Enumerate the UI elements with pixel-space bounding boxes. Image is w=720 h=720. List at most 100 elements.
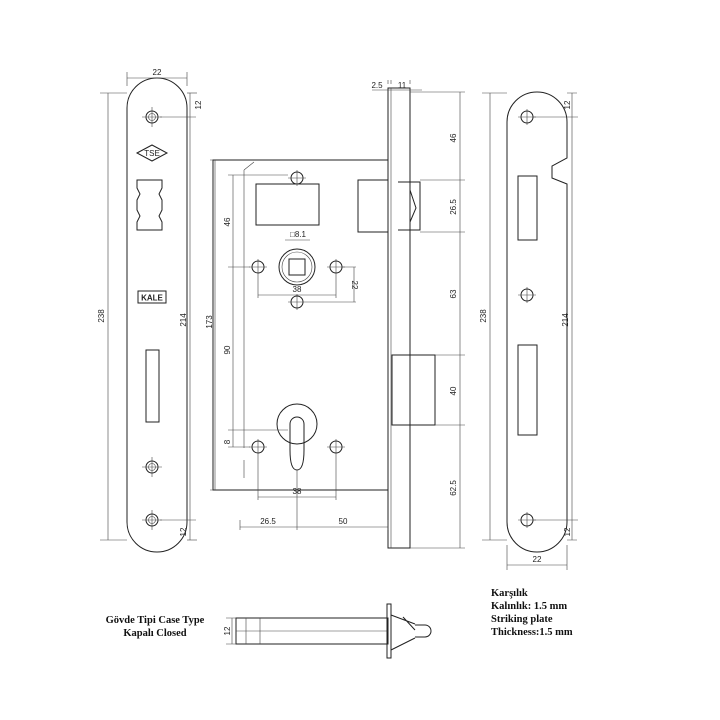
drawing-line — [142, 107, 162, 127]
drawing-line — [100, 92, 127, 541]
drawing-line — [276, 403, 318, 445]
dimension-label: 26.5 — [449, 199, 458, 215]
drawing-line — [278, 248, 316, 286]
drawing-line — [372, 80, 422, 91]
dimension-label: 11 — [398, 81, 407, 90]
latch-cutout — [136, 179, 163, 231]
dimension-label: 214 — [179, 313, 188, 327]
deadbolt-block — [255, 183, 320, 226]
dimension-label: 12 — [223, 626, 232, 635]
drawing-line — [137, 290, 167, 304]
dimension-label: 214 — [561, 313, 570, 327]
drawing-line — [288, 258, 306, 276]
screw-hole-icon — [142, 457, 162, 477]
screw-hole-icon — [518, 287, 536, 303]
dimension-label: 62.5 — [449, 480, 458, 496]
drawing-line — [243, 161, 255, 478]
dimension-label: 63 — [449, 289, 458, 298]
drawing-line — [142, 510, 162, 530]
dimension-label: 8 — [223, 439, 232, 444]
dimension-label: 173 — [205, 315, 214, 329]
dimension-label: 12 — [179, 527, 188, 536]
drawing-line — [135, 144, 169, 162]
latch-bolt — [398, 181, 421, 231]
dimension-label: 40 — [449, 386, 458, 395]
drawing-line — [257, 275, 337, 298]
drawing-line — [226, 617, 236, 645]
cylinder-hole — [276, 403, 318, 471]
screw-hole-icon — [288, 170, 306, 186]
side-view: 12 — [223, 603, 432, 659]
dimension-label: TSE — [144, 149, 160, 158]
deadbolt-slot — [517, 344, 538, 436]
screw-hole-icon — [142, 510, 162, 530]
dimension-label: 238 — [97, 309, 106, 323]
drawing-line — [289, 416, 305, 471]
dimension-label: 2.5 — [371, 81, 383, 90]
drawing-line — [386, 603, 392, 659]
faceplate-view: TSE KALE 22 238 214 12 12 — [97, 68, 203, 553]
drawing-line — [142, 457, 162, 477]
drawing-line — [506, 545, 568, 570]
case-type-closed-label: Kapalı Closed — [123, 628, 186, 639]
drawing-line — [390, 614, 416, 651]
dimension-label: 50 — [339, 517, 348, 526]
latch-slot — [517, 175, 538, 241]
striking-note-line4: Thickness:1.5 mm — [491, 627, 573, 638]
latch-housing — [357, 179, 389, 233]
striking-note-line3: Striking plate — [491, 614, 553, 625]
dimension-label: 12 — [563, 527, 572, 536]
drawing-line — [210, 159, 216, 491]
dimension-label: 46 — [449, 133, 458, 142]
dimension-label: 90 — [223, 345, 232, 354]
dimension-label: 38 — [293, 285, 302, 294]
tse-logo: TSE — [135, 144, 169, 162]
screw-hole-icon — [249, 259, 267, 275]
kale-logo: KALE — [137, 290, 167, 304]
dimension-label: 22 — [153, 68, 162, 77]
drawing-line — [281, 251, 313, 283]
drawing-line — [327, 439, 345, 455]
screw-hole-icon — [142, 107, 162, 127]
drawing-line — [249, 259, 267, 275]
faceplate-outline — [126, 77, 188, 553]
body-outline — [212, 159, 389, 491]
spindle-follower — [278, 248, 316, 286]
dimension-label: 238 — [479, 309, 488, 323]
striking-note-line2: Kalınlık: 1.5 mm — [491, 601, 567, 612]
screw-hole-icon — [327, 439, 345, 455]
forend — [387, 87, 411, 549]
striking-plate-outline — [506, 91, 568, 553]
dimension-label: 26.5 — [260, 517, 276, 526]
deadbolt-slot — [145, 349, 160, 423]
drawing-line — [306, 266, 356, 303]
drawing-line — [249, 439, 267, 455]
dimension-label: 46 — [223, 217, 232, 226]
drawing-line — [533, 92, 578, 541]
dimension-label: 12 — [563, 100, 572, 109]
screw-hole-icon — [288, 294, 306, 310]
dimension-label: 22 — [350, 281, 359, 290]
lock-body-view: 2.5 11 □8.1 38 22 38 26.5 50 173 46 90 8… — [205, 80, 465, 549]
deadbolt — [391, 354, 436, 426]
drawing-line — [236, 618, 388, 644]
dimension-label: □8.1 — [290, 230, 307, 239]
drawing-line — [126, 72, 188, 86]
drawing-line — [482, 92, 507, 541]
drawing-line — [228, 174, 288, 448]
drawing-line — [415, 624, 432, 638]
dimension-label: KALE — [141, 294, 163, 303]
dimension-label: 12 — [194, 100, 203, 109]
screw-hole-icon — [249, 439, 267, 455]
drawing-line — [160, 93, 196, 540]
drawing-line — [288, 170, 306, 186]
case-type-label: Gövde Tipi Case Type — [106, 615, 205, 626]
drawing-line — [288, 294, 306, 310]
striking-note-line1: Karşılık — [491, 588, 528, 599]
dimension-label: 22 — [533, 555, 542, 564]
striking-plate-view: 238 214 12 12 22 — [479, 91, 578, 570]
drawing-line — [518, 287, 536, 303]
drawing-line — [239, 470, 389, 530]
